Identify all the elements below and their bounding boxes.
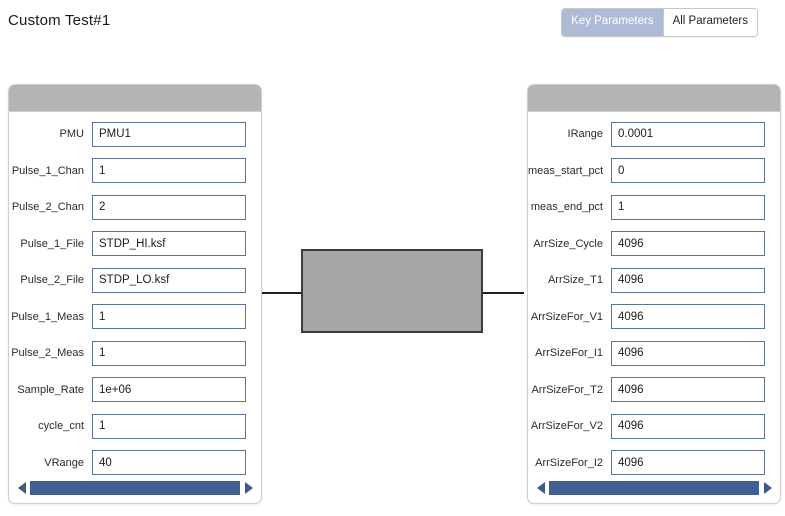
- param-row-arrsizefor-t2: ArrSizeFor_T2: [528, 372, 780, 409]
- param-label-pulse-1-chan: Pulse_1_Chan: [11, 164, 84, 177]
- param-input-pulse-1-meas[interactable]: [92, 304, 246, 330]
- param-row-arrsizefor-i2: ArrSizeFor_I2: [528, 445, 780, 482]
- param-row-pulse-1-file: Pulse_1_File: [9, 226, 261, 263]
- tab-key-parameters[interactable]: Key Parameters: [562, 9, 663, 36]
- param-label-pmu: PMU: [59, 128, 84, 141]
- param-label-arrsize-cycle: ArrSize_Cycle: [533, 237, 603, 250]
- param-input-pulse-2-chan[interactable]: [92, 194, 246, 220]
- device-under-test[interactable]: [301, 249, 483, 333]
- param-row-pulse-1-chan: Pulse_1_Chan: [9, 153, 261, 190]
- left-panel-horizontal-scrollbar[interactable]: [15, 479, 255, 496]
- param-input-pmu[interactable]: [92, 121, 246, 147]
- param-label-vrange: VRange: [44, 456, 84, 469]
- param-row-vrange: VRange: [9, 445, 261, 482]
- device-diagram: [262, 240, 524, 340]
- param-input-arrsizefor-i1[interactable]: [611, 340, 765, 366]
- param-input-pulse-2-meas[interactable]: [92, 340, 246, 366]
- left-scroll-thumb[interactable]: [30, 480, 240, 495]
- param-label-pulse-1-file: Pulse_1_File: [20, 237, 84, 250]
- param-row-arrsizefor-i1: ArrSizeFor_I1: [528, 335, 780, 372]
- param-label-pulse-2-file: Pulse_2_File: [20, 274, 84, 287]
- param-row-irange: IRange: [528, 116, 780, 153]
- left-parameter-panel: PMU Pulse_1_Chan Pulse_2_Chan Pulse_1_Fi…: [8, 84, 262, 504]
- param-row-arrsizefor-v1: ArrSizeFor_V1: [528, 299, 780, 336]
- param-label-arrsizefor-v1: ArrSizeFor_V1: [530, 310, 603, 323]
- triangle-right-icon[interactable]: [761, 479, 774, 496]
- param-row-sample-rate: Sample_Rate: [9, 372, 261, 409]
- param-row-arrsize-t1: ArrSize_T1: [528, 262, 780, 299]
- param-label-meas-start-pct: meas_start_pct: [528, 164, 604, 177]
- parameter-view-toggle[interactable]: Key Parameters All Parameters: [561, 8, 758, 37]
- terminal-right: [483, 292, 524, 294]
- param-row-pmu: PMU: [9, 116, 261, 153]
- triangle-left-icon[interactable]: [534, 479, 547, 496]
- param-label-pulse-2-meas: Pulse_2_Meas: [11, 347, 84, 360]
- triangle-right-icon[interactable]: [242, 479, 255, 496]
- param-label-irange: IRange: [567, 128, 603, 141]
- param-row-meas-end-pct: meas_end_pct: [528, 189, 780, 226]
- param-row-pulse-2-file: Pulse_2_File: [9, 262, 261, 299]
- param-label-arrsizefor-v2: ArrSizeFor_V2: [530, 420, 603, 433]
- right-panel-body: IRange meas_start_pct meas_end_pct ArrSi…: [528, 112, 780, 480]
- param-label-pulse-1-meas: Pulse_1_Meas: [11, 310, 84, 323]
- param-label-arrsize-t1: ArrSize_T1: [547, 274, 603, 287]
- page-title: Custom Test#1: [8, 12, 111, 29]
- param-row-arrsizefor-v2: ArrSizeFor_V2: [528, 408, 780, 445]
- param-input-vrange[interactable]: [92, 450, 246, 476]
- param-input-irange[interactable]: [611, 121, 765, 147]
- param-input-arrsizefor-v1[interactable]: [611, 304, 765, 330]
- param-input-sample-rate[interactable]: [92, 377, 246, 403]
- triangle-left-icon[interactable]: [15, 479, 28, 496]
- param-row-pulse-2-chan: Pulse_2_Chan: [9, 189, 261, 226]
- left-scroll-track[interactable]: [30, 480, 240, 495]
- param-input-pulse-1-file[interactable]: [92, 231, 246, 257]
- param-label-arrsizefor-i1: ArrSizeFor_I1: [535, 347, 603, 360]
- right-parameter-panel: IRange meas_start_pct meas_end_pct ArrSi…: [527, 84, 781, 504]
- right-scroll-thumb[interactable]: [549, 480, 759, 495]
- param-input-arrsizefor-t2[interactable]: [611, 377, 765, 403]
- right-panel-header: [528, 85, 780, 112]
- right-scroll-track[interactable]: [549, 480, 759, 495]
- param-label-arrsizefor-t2: ArrSizeFor_T2: [531, 383, 603, 396]
- param-input-arrsize-t1[interactable]: [611, 267, 765, 293]
- param-input-arrsizefor-i2[interactable]: [611, 450, 765, 476]
- param-input-meas-end-pct[interactable]: [611, 194, 765, 220]
- terminal-left: [262, 292, 303, 294]
- param-input-pulse-1-chan[interactable]: [92, 158, 246, 184]
- param-input-arrsizefor-v2[interactable]: [611, 413, 765, 439]
- param-row-arrsize-cycle: ArrSize_Cycle: [528, 226, 780, 263]
- left-panel-body: PMU Pulse_1_Chan Pulse_2_Chan Pulse_1_Fi…: [9, 112, 261, 480]
- param-row-pulse-2-meas: Pulse_2_Meas: [9, 335, 261, 372]
- param-label-pulse-2-chan: Pulse_2_Chan: [11, 201, 84, 214]
- right-panel-horizontal-scrollbar[interactable]: [534, 479, 774, 496]
- toggle-divider: [662, 9, 664, 36]
- tab-all-parameters[interactable]: All Parameters: [663, 9, 757, 36]
- param-input-arrsize-cycle[interactable]: [611, 231, 765, 257]
- param-input-meas-start-pct[interactable]: [611, 158, 765, 184]
- param-input-cycle-cnt[interactable]: [92, 413, 246, 439]
- left-panel-header: [9, 85, 261, 112]
- param-row-pulse-1-meas: Pulse_1_Meas: [9, 299, 261, 336]
- param-label-arrsizefor-i2: ArrSizeFor_I2: [535, 456, 603, 469]
- param-label-cycle-cnt: cycle_cnt: [38, 420, 84, 433]
- param-label-meas-end-pct: meas_end_pct: [530, 201, 603, 214]
- param-row-cycle-cnt: cycle_cnt: [9, 408, 261, 445]
- param-row-meas-start-pct: meas_start_pct: [528, 153, 780, 190]
- param-input-pulse-2-file[interactable]: [92, 267, 246, 293]
- param-label-sample-rate: Sample_Rate: [17, 383, 84, 396]
